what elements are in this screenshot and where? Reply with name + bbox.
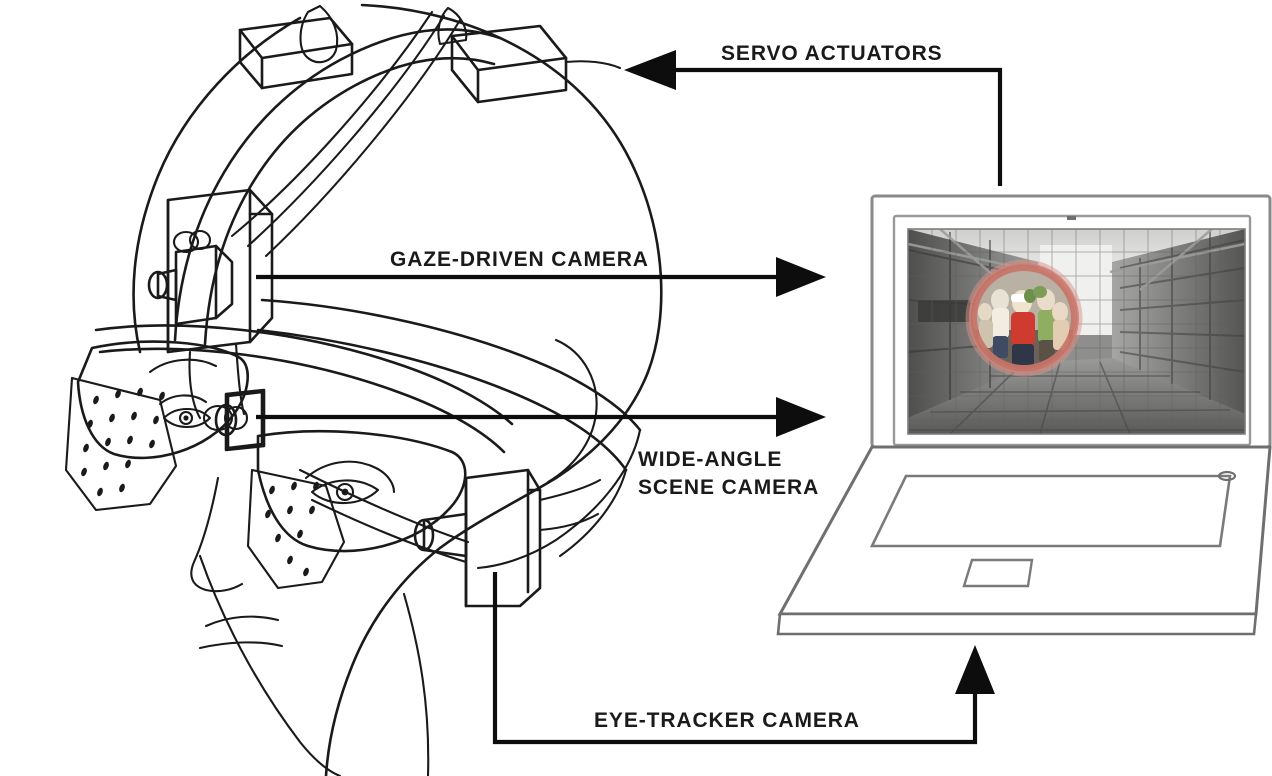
wide-angle-scene-camera-module [214, 388, 266, 452]
servo-actuator-box-rear [437, 6, 622, 104]
laptop-screen[interactable] [908, 229, 1245, 434]
eyebrow-left [148, 358, 218, 374]
screen-border [907, 228, 1246, 435]
lower-lip [198, 641, 284, 650]
rear-strap [476, 428, 642, 570]
wide-angle-arrowhead-right [776, 397, 826, 437]
ir-led-array-right [265, 481, 319, 577]
top-rim-bar [94, 324, 514, 426]
headband-outer [173, 28, 502, 342]
servo-actuators-link: SERVO ACTUATORS [624, 42, 1003, 186]
eyeglasses-frame [64, 324, 514, 590]
wide-angle-label-line2: SCENE CAMERA [638, 476, 819, 499]
gaze-driven-camera-link: GAZE-DRIVEN CAMERA [256, 248, 826, 297]
shade-panel-right [246, 468, 346, 590]
cable-strap-2 [246, 14, 446, 248]
laptop-base-front-edge [776, 612, 1258, 636]
top-rim-bar-2 [98, 347, 506, 454]
head-outline [324, 3, 663, 776]
eye-right [304, 460, 396, 505]
nose-line [190, 476, 244, 593]
lower-connector-strap-2 [310, 498, 468, 564]
cheek-line [402, 592, 430, 776]
lens-right [256, 429, 467, 553]
shade-panel-left [64, 376, 178, 512]
gaze-driven-camera-label: GAZE-DRIVEN CAMERA [390, 248, 649, 271]
ir-led-array-left [81, 387, 165, 497]
laptop-computer[interactable] [776, 194, 1272, 636]
servo-arrowhead-left [624, 50, 676, 90]
head-outline-left [132, 16, 302, 354]
eye-tracker-arrowhead-up [955, 645, 995, 694]
lens-left [76, 340, 250, 460]
upper-lip [204, 615, 280, 628]
servo-actuator-box-front [238, 4, 354, 90]
side-strap-lower [256, 328, 628, 472]
cable-strap-1 [230, 10, 434, 238]
gaze-arrowhead-right [776, 257, 826, 297]
trackpad[interactable] [962, 558, 1034, 588]
eye-tracker-camera-module [413, 468, 602, 608]
temple-contour [546, 338, 598, 484]
gaze-region-overlay [965, 259, 1083, 377]
bridge-block [226, 390, 264, 450]
headband-inner [203, 56, 496, 346]
side-strap-upper [260, 298, 642, 432]
lower-connector-strap [298, 468, 470, 544]
wide-angle-label-line1: WIDE-ANGLE [638, 448, 782, 471]
jaw-line [198, 554, 342, 776]
eye-tracker-camera-label: EYE-TRACKER CAMERA [594, 709, 860, 732]
gaze-driven-camera-module [147, 188, 274, 420]
head-subject [132, 3, 663, 776]
cable-strap-3 [264, 18, 462, 258]
eye-left [158, 394, 212, 429]
servo-actuators-label: SERVO ACTUATORS [721, 42, 943, 65]
wide-angle-scene-camera-link: WIDE-ANGLE SCENE CAMERA [256, 397, 826, 499]
keyboard-area[interactable] [869, 474, 1232, 548]
eye-tracker-camera-link: EYE-TRACKER CAMERA [492, 572, 995, 745]
webcam-icon [1067, 216, 1076, 220]
headband-assembly [173, 10, 642, 570]
power-indicator [1217, 470, 1237, 482]
rear-strap-2 [558, 468, 628, 558]
